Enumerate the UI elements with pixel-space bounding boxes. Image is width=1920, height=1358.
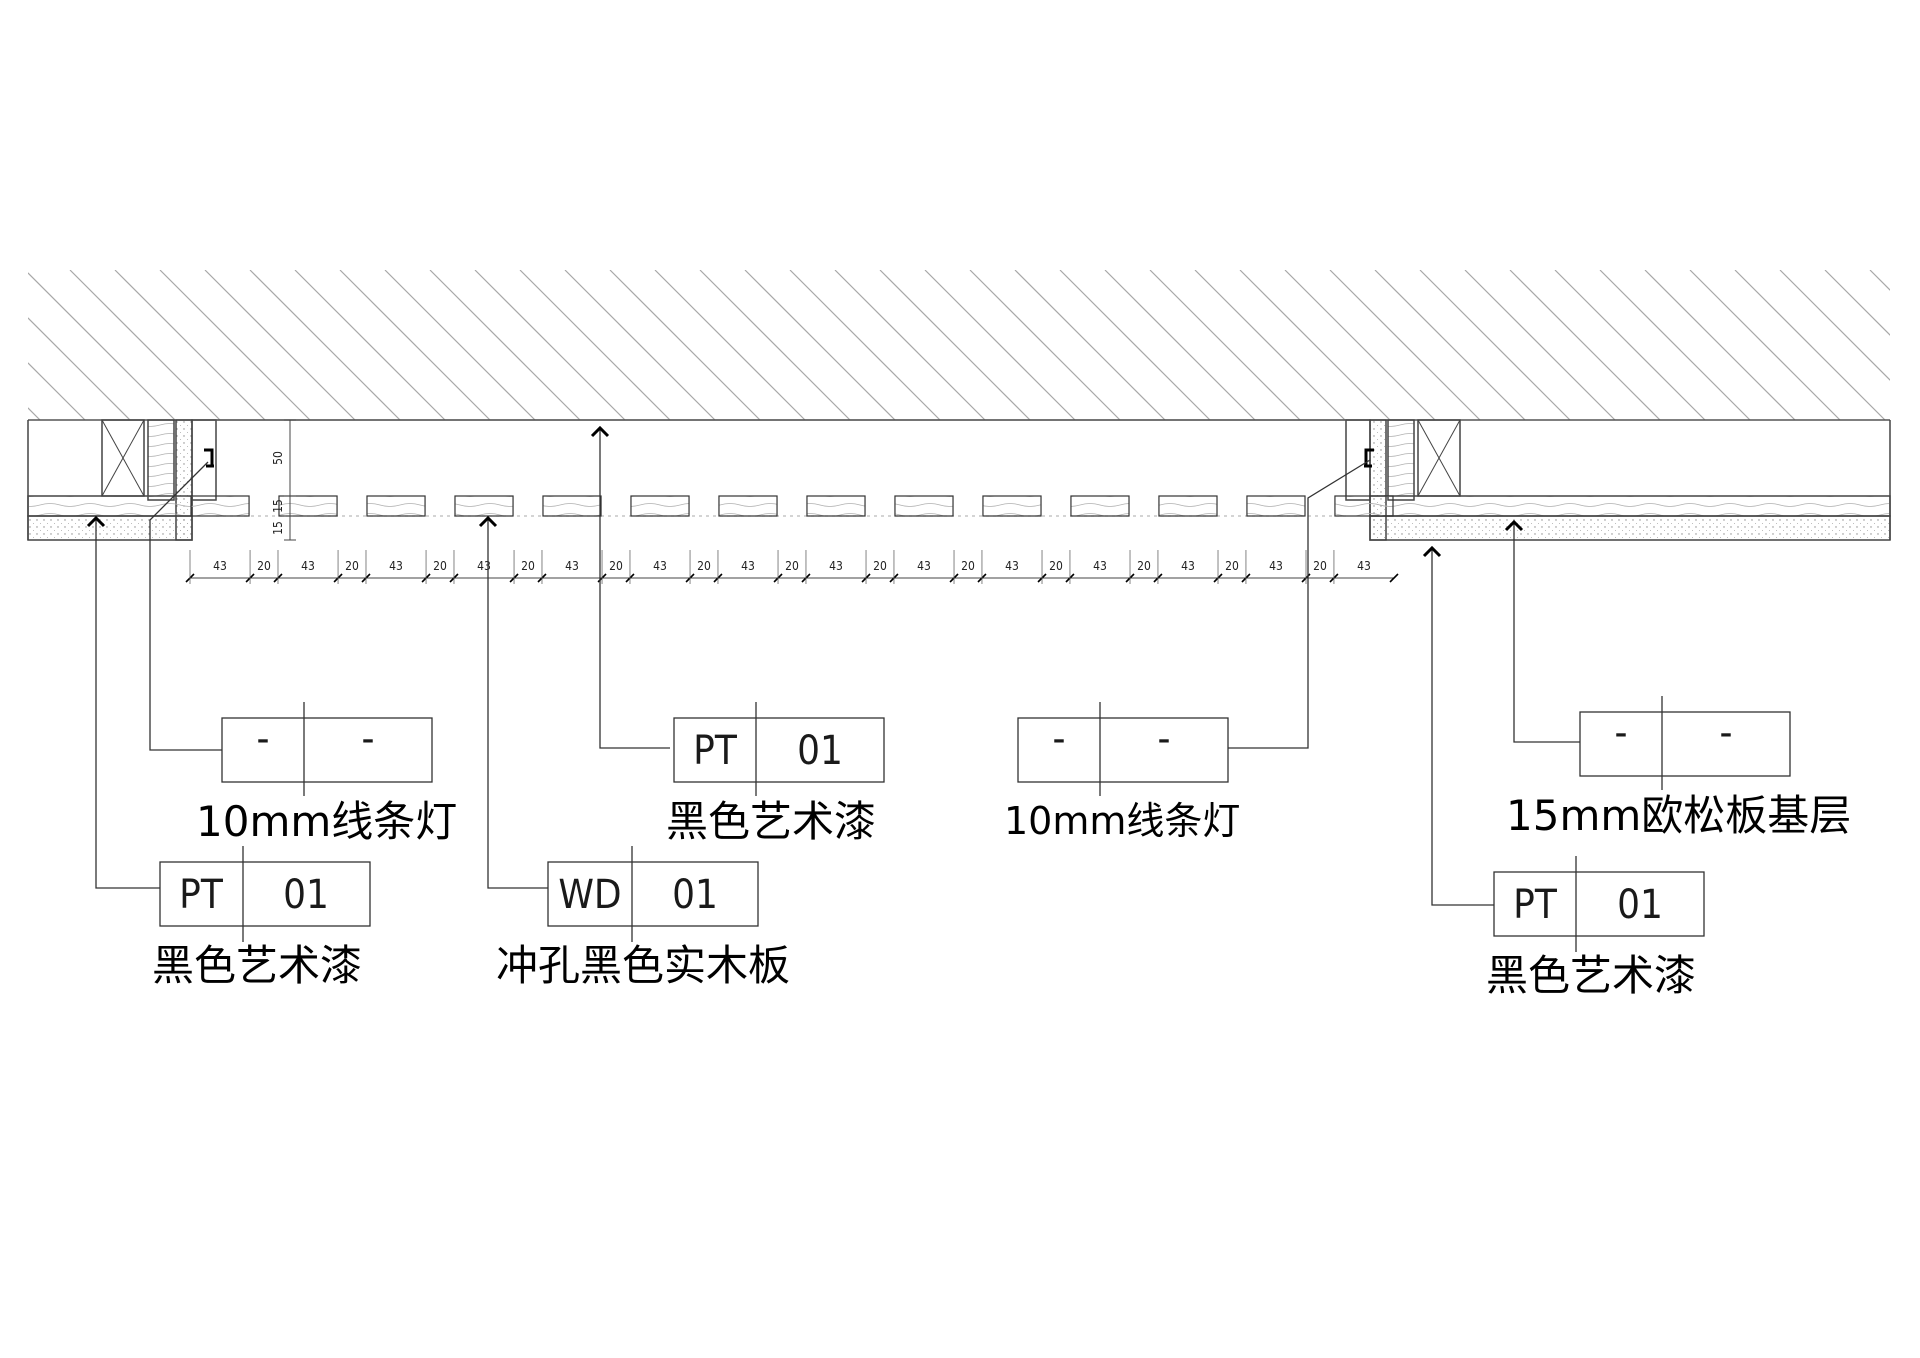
dim-label: 43	[1005, 559, 1019, 573]
dim-label: 20	[1049, 559, 1063, 573]
callout-label: 黑色艺术漆	[1486, 951, 1696, 1000]
dim-tick	[1389, 573, 1399, 583]
callout-code: WD	[558, 872, 621, 918]
dim-v-50: 50	[271, 451, 285, 465]
callout-pt-top: PT 01 黑色艺术漆	[666, 702, 885, 846]
callout-code: -	[1615, 710, 1628, 756]
wood-slat	[366, 495, 426, 517]
dim-label: 43	[1269, 559, 1283, 573]
wood-slat	[190, 495, 250, 517]
callout-number: 01	[1617, 882, 1663, 928]
dim-label: 20	[697, 559, 711, 573]
wood-slat	[1070, 495, 1130, 517]
dim-label: 20	[345, 559, 359, 573]
callout-code: PT	[693, 728, 738, 774]
callout-code: -	[257, 716, 270, 762]
wood-slat	[278, 495, 338, 517]
callout-line-light-left: - - 10mm线条灯	[196, 702, 457, 846]
callout-number: 01	[797, 728, 843, 774]
led-strip-left	[204, 448, 214, 468]
wood-slat	[718, 495, 778, 517]
led-strip-right	[1364, 448, 1374, 468]
callout-code: PT	[1513, 882, 1558, 928]
callout-label: 冲孔黑色实木板	[496, 941, 790, 990]
dim-label: 43	[1181, 559, 1195, 573]
callout-number: -	[1158, 716, 1171, 762]
wood-slat	[454, 495, 514, 517]
dim-v-15a: 15	[271, 499, 285, 513]
wood-slat	[1246, 495, 1306, 517]
dim-label: 43	[301, 559, 315, 573]
callout-wd: WD 01 冲孔黑色实木板	[496, 846, 790, 990]
dim-label: 43	[1093, 559, 1107, 573]
dim-label: 20	[433, 559, 447, 573]
callout-label: 10mm线条灯	[1004, 799, 1240, 843]
wood-slat	[1158, 495, 1218, 517]
dim-label: 43	[565, 559, 579, 573]
wood-slat	[630, 495, 690, 517]
callout-osb: - - 15mm欧松板基层	[1506, 696, 1851, 840]
vertical-dimension: 50 15 15	[271, 419, 296, 541]
dim-v-15b: 15	[271, 521, 285, 535]
dim-label: 20	[521, 559, 535, 573]
perforated-wood-slats	[190, 495, 1394, 517]
horizontal-dimension-chain: 43 20 43 20 43 20 43 20 43 20 43 20 43 20 43 20 43 20 43 20…	[185, 550, 1399, 584]
dim-label: 43	[1357, 559, 1371, 573]
dim-label: 20	[1313, 559, 1327, 573]
callout-line-light-right: - - 10mm线条灯	[1004, 702, 1240, 843]
wood-slat	[542, 495, 602, 517]
wood-slat	[982, 495, 1042, 517]
callout-label: 黑色艺术漆	[152, 941, 362, 990]
callout-label: 黑色艺术漆	[666, 797, 876, 846]
concrete-slab	[28, 270, 1890, 421]
dim-label: 20	[609, 559, 623, 573]
leader-lines	[95, 428, 1580, 906]
dim-label: 20	[873, 559, 887, 573]
callout-number: 01	[283, 872, 329, 918]
dim-label: 20	[1225, 559, 1239, 573]
callout-label: 15mm欧松板基层	[1506, 791, 1851, 840]
left-wall-assembly	[27, 419, 217, 541]
dim-label: 43	[917, 559, 931, 573]
callout-number: -	[362, 716, 375, 762]
dim-label: 20	[961, 559, 975, 573]
callout-code: PT	[179, 872, 224, 918]
dim-label: 20	[1137, 559, 1151, 573]
callout-pt-left: PT 01 黑色艺术漆	[152, 846, 371, 990]
dim-label: 20	[257, 559, 271, 573]
callout-number: -	[1720, 710, 1733, 756]
wood-slat	[1334, 495, 1394, 517]
wood-slat	[894, 495, 954, 517]
callout-number: 01	[672, 872, 718, 918]
callout-label: 10mm线条灯	[196, 797, 457, 846]
dim-label: 43	[653, 559, 667, 573]
dim-label: 43	[829, 559, 843, 573]
dim-label: 20	[785, 559, 799, 573]
dim-label: 43	[213, 559, 227, 573]
leader-arrowheads	[86, 425, 1524, 558]
ceiling-cavity	[215, 419, 1347, 517]
right-wall-assembly	[1345, 419, 1891, 541]
callout-pt-right: PT 01 黑色艺术漆	[1486, 856, 1705, 1000]
dim-label: 43	[741, 559, 755, 573]
callout-code: -	[1053, 716, 1066, 762]
dim-label: 43	[477, 559, 491, 573]
wood-slat	[806, 495, 866, 517]
dim-label: 43	[389, 559, 403, 573]
